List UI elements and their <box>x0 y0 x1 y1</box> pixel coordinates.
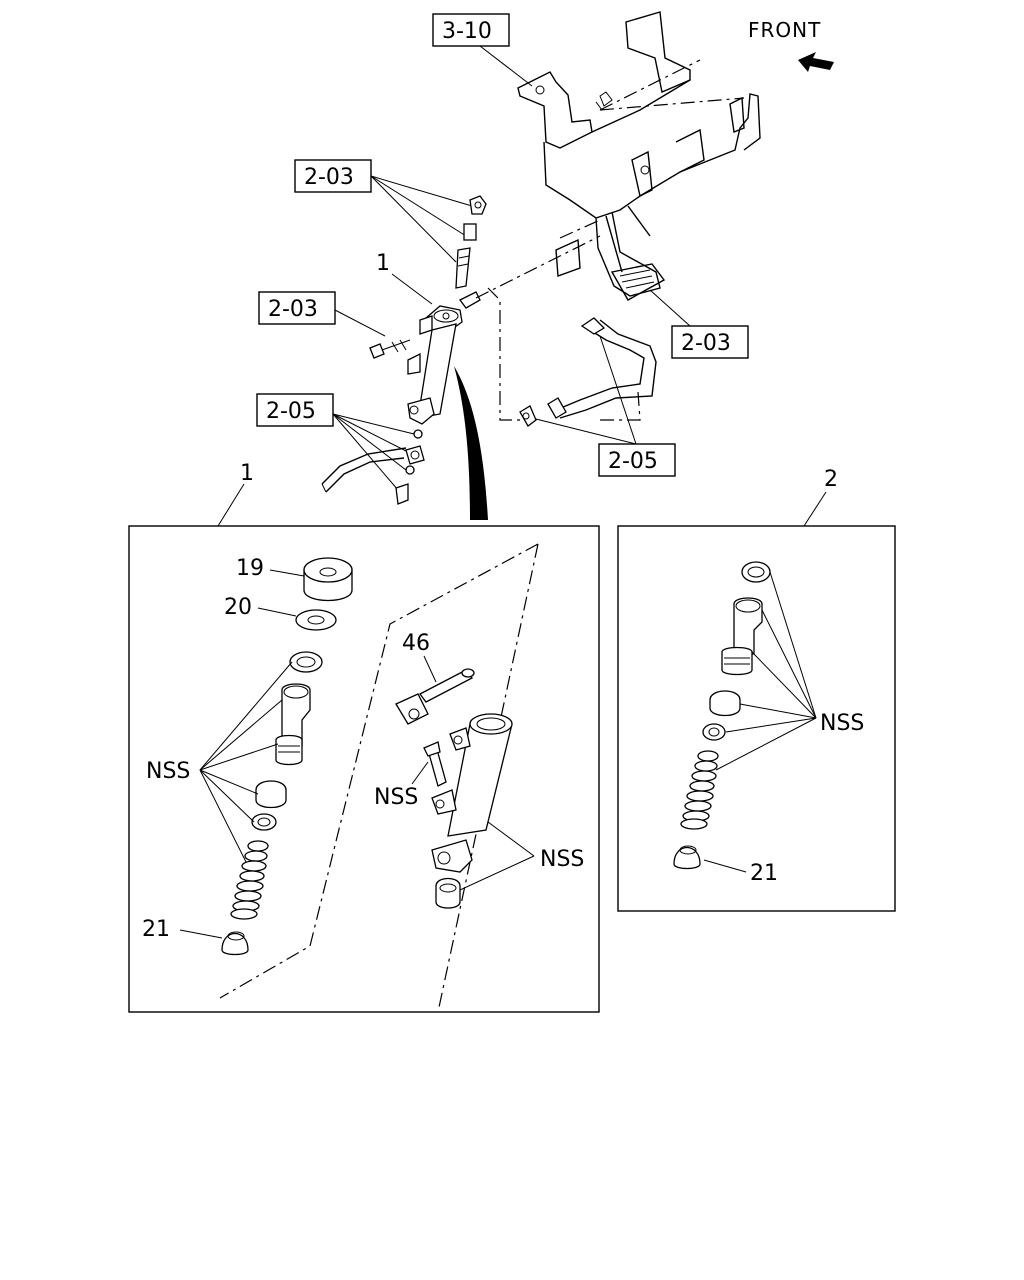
part-19-label: 19 <box>236 556 264 581</box>
ref-2-05-mount: 2-05 <box>256 393 415 491</box>
svg-text:3-10: 3-10 <box>442 19 492 44</box>
svg-text:2-03: 2-03 <box>681 331 731 356</box>
nss-body-label: NSS <box>540 847 584 872</box>
spring-icon <box>230 840 269 920</box>
front-label: FRONT <box>748 18 821 42</box>
inset2-number: 2 <box>824 467 838 492</box>
cylinder-callout: 1 <box>376 251 390 276</box>
nss-bolt-label: NSS <box>374 785 418 810</box>
front-indicator: FRONT <box>748 18 834 72</box>
hose-fittings-top <box>455 195 487 289</box>
inset1-number: 1 <box>240 461 254 486</box>
svg-text:2-05: 2-05 <box>266 399 316 424</box>
front-arrow-icon <box>798 52 834 72</box>
clutch-master-cylinder: 1 <box>369 251 481 425</box>
svg-text:2-03: 2-03 <box>268 297 318 322</box>
pedal-bracket <box>517 11 761 301</box>
part-21-label: 21 <box>142 917 170 942</box>
part-46-label: 46 <box>402 631 430 656</box>
ref-3-10: 3-10 <box>432 13 533 87</box>
part-20-label: 20 <box>224 595 252 620</box>
ref-2-03-hose: 2-03 <box>294 159 473 263</box>
return-pipe <box>519 317 657 427</box>
inset-1: 1 19 20 <box>128 461 600 1013</box>
hydraulic-line <box>475 235 641 421</box>
part-21-2-label: 21 <box>750 861 778 886</box>
inset-2: 2 NSS <box>617 467 896 912</box>
nss-left-label: NSS <box>146 759 190 784</box>
ref-2-05-clamps: 2-05 <box>531 335 676 477</box>
ref-2-03-bolt: 2-03 <box>258 291 386 337</box>
zoom-arrow <box>454 366 488 520</box>
nss-label: NSS <box>820 711 864 736</box>
svg-text:2-03: 2-03 <box>304 165 354 190</box>
ref-2-03-pedal: 2-03 <box>649 289 749 359</box>
mount-hardware <box>321 429 425 505</box>
svg-text:2-05: 2-05 <box>608 449 658 474</box>
spring-2-icon <box>680 750 719 830</box>
